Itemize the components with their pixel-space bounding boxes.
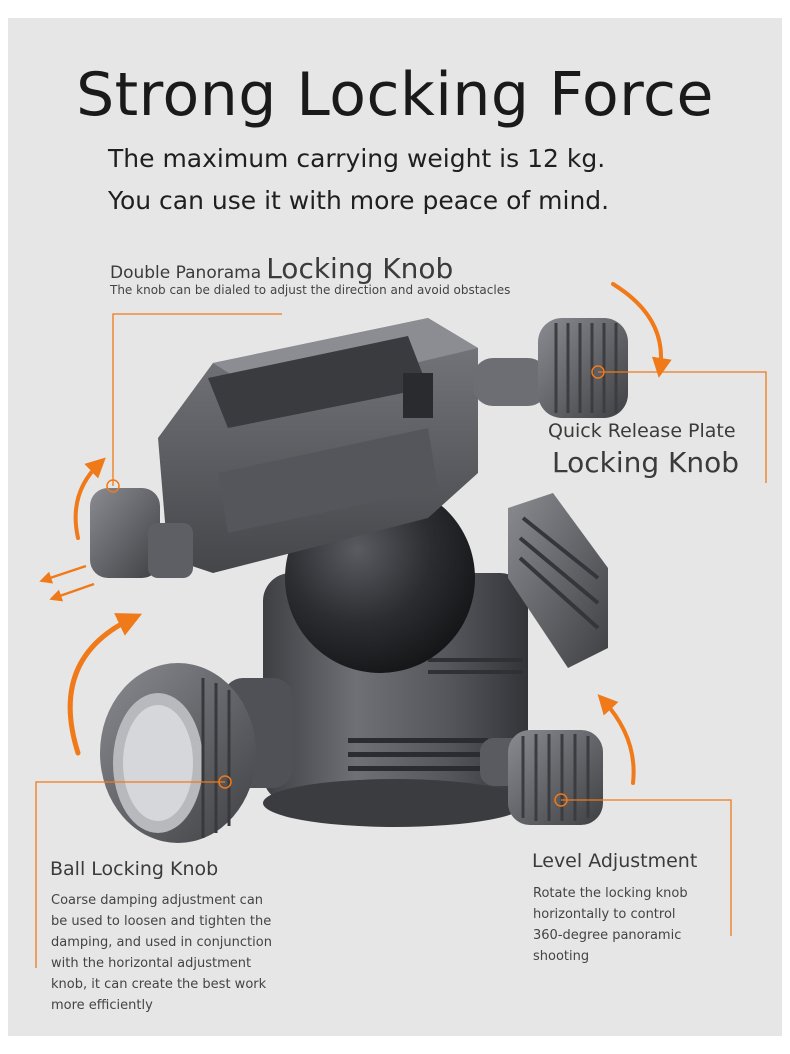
quick-release-label-line2: Locking Knob	[552, 446, 740, 479]
ball-lock-desc-line: Coarse damping adjustment can	[51, 893, 264, 908]
level-adjustment-knob	[480, 730, 603, 825]
panorama-knob-desc: The knob can be dialed to adjust the dir…	[110, 283, 511, 297]
subtitle-line-1: The maximum carrying weight is 12 kg.	[108, 144, 606, 173]
direction-arrow-icon	[39, 564, 95, 602]
subtitle-line-2: You can use it with more peace of mind.	[108, 186, 610, 215]
rotation-arrow-icon	[67, 282, 672, 785]
ball-lock-desc-line: with the horizontal adjustment	[51, 956, 252, 971]
ball-lock-desc-line: damping, and used in conjunction	[51, 935, 272, 950]
feature-panel: Strong Locking Force The maximum carryin…	[8, 18, 782, 1036]
ball-lock-desc: Coarse damping adjustment can be used to…	[51, 890, 331, 1016]
level-adjust-desc: Rotate the locking knob horizontally to …	[533, 883, 733, 967]
ball-lock-desc-line: more efficiently	[51, 998, 153, 1013]
panorama-knob	[90, 488, 193, 578]
level-desc-line: shooting	[533, 949, 590, 964]
ball-lock-desc-line: knob, it can create the best work	[51, 977, 267, 992]
quick-release-label-line1: Quick Release Plate	[548, 420, 736, 442]
panorama-label-big: Locking Knob	[266, 252, 454, 285]
panorama-knob-label: Double Panorama Locking Knob	[110, 252, 453, 285]
panorama-label-small: Double Panorama	[110, 263, 262, 283]
quick-release-knob	[473, 318, 628, 418]
side-damping-knob	[508, 493, 608, 668]
ball-lock-label: Ball Locking Knob	[50, 858, 219, 880]
product-illustration	[35, 282, 767, 968]
level-adjust-label: Level Adjustment	[532, 850, 698, 872]
quick-release-clamp	[158, 318, 478, 573]
level-desc-line: Rotate the locking knob	[533, 886, 688, 901]
ball-locking-knob	[100, 663, 293, 843]
level-desc-line: 360-degree panoramic	[533, 928, 682, 943]
level-desc-line: horizontally to control	[533, 907, 676, 922]
ball-lock-desc-line: be used to loosen and tighten the	[51, 914, 272, 929]
page-title: Strong Locking Force	[76, 60, 714, 130]
marker-dot-icon	[106, 365, 605, 807]
